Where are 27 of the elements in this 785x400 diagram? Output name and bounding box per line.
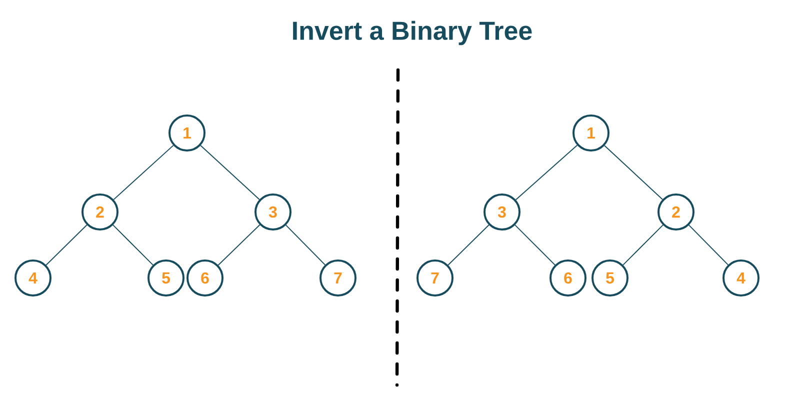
tree-edge <box>515 144 578 200</box>
tree-edge <box>218 224 260 266</box>
tree-edge <box>113 144 174 200</box>
tree-edge <box>285 224 326 266</box>
tree-edge <box>46 224 88 266</box>
tree-node: 3 <box>484 194 520 230</box>
title: Invert a Binary Tree <box>293 20 532 46</box>
tree-node: 2 <box>658 194 694 230</box>
tree-edge <box>688 224 729 266</box>
tree-node: 5 <box>592 260 628 296</box>
tree-edge <box>200 145 260 200</box>
tree-node: 6 <box>550 260 586 296</box>
tree-node: 1 <box>168 114 206 152</box>
tree-node: 4 <box>722 260 760 296</box>
tree-node: 3 <box>254 194 292 230</box>
tree-edge <box>514 224 556 266</box>
tree-node: 7 <box>320 260 356 296</box>
tree-node: 5 <box>148 260 184 296</box>
tree-node: 6 <box>186 260 224 296</box>
tree-node: 1 <box>572 114 610 152</box>
tree-edge <box>448 224 490 266</box>
tree-node: 7 <box>416 260 454 296</box>
tree-edge <box>622 224 664 266</box>
tree-edge <box>604 145 663 200</box>
tree-edge <box>112 224 154 266</box>
tree-node: 2 <box>82 194 118 230</box>
tree-node: 4 <box>14 260 52 296</box>
